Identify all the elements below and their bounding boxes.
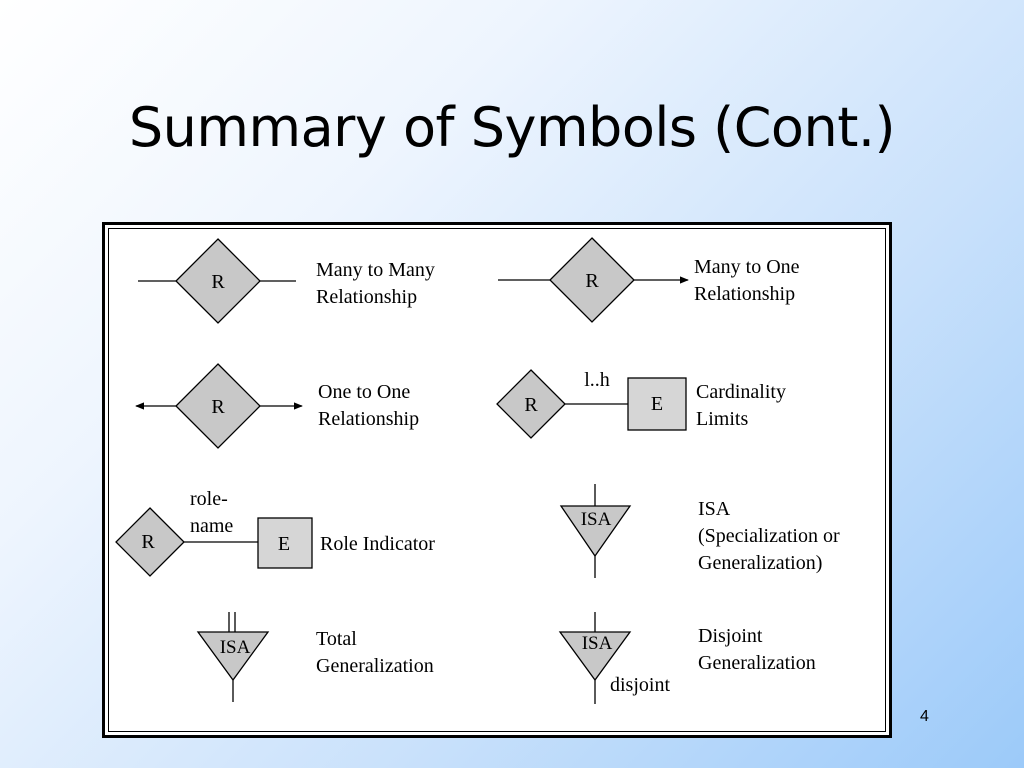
isa-symbol: ISA [559, 484, 632, 578]
total-generalization-label-line1: Total [316, 628, 357, 650]
many-to-many-symbol: R [138, 238, 296, 324]
relationship-diamond [115, 507, 185, 577]
diamond-label: R [524, 394, 538, 416]
relationship-diamond [549, 237, 635, 323]
cardinality-label-line1: Cardinality [696, 381, 786, 403]
isa-triangle-label: ISA [220, 637, 251, 658]
isa-triangle [559, 505, 632, 558]
isa-label-line1: ISA [698, 498, 731, 520]
disjoint-tag: disjoint [610, 674, 670, 696]
disjoint-generalization-symbol: ISA disjoint [558, 612, 670, 704]
entity-label: E [278, 533, 290, 555]
role-name-line1: role- [190, 488, 228, 510]
disjoint-generalization-label-line2: Generalization [698, 652, 816, 674]
one-to-one-label-line1: One to One [318, 381, 410, 403]
many-to-one-label-line2: Relationship [694, 283, 795, 305]
isa-label-line3: Generalization) [698, 552, 822, 574]
isa-label-line2: (Specialization or [698, 525, 840, 547]
diamond-label: R [141, 531, 155, 553]
isa-triangle-label: ISA [581, 509, 612, 530]
slide-number: 4 [920, 708, 929, 725]
many-to-one-label-line1: Many to One [694, 256, 800, 278]
total-generalization-label-line2: Generalization [316, 655, 434, 677]
role-name-line2: name [190, 515, 233, 537]
many-to-many-label-line1: Many to Many [316, 259, 435, 281]
disjoint-generalization-label-line1: Disjoint [698, 625, 763, 647]
relationship-diamond [496, 369, 566, 439]
diamond-label: R [585, 270, 599, 292]
one-to-one-symbol: R [135, 363, 303, 449]
cardinality-range: l..h [584, 369, 610, 391]
many-to-one-symbol: R [498, 237, 689, 323]
entity-rectangle [257, 517, 313, 569]
entity-label: E [651, 393, 663, 415]
isa-triangle [558, 631, 632, 682]
isa-triangle [196, 631, 270, 682]
isa-triangle-label: ISA [582, 633, 613, 654]
relationship-diamond [175, 238, 261, 324]
total-generalization-symbol: ISA [196, 612, 270, 702]
role-indicator-symbol: R E role- name [115, 488, 313, 577]
role-indicator-label: Role Indicator [320, 533, 435, 555]
diamond-label: R [211, 396, 225, 418]
many-to-many-label-line2: Relationship [316, 286, 417, 308]
entity-rectangle [627, 377, 687, 431]
cardinality-limits-symbol: R E l..h [496, 369, 687, 439]
one-to-one-label-line2: Relationship [318, 408, 419, 430]
slide-title: Summary of Symbols (Cont.) [128, 96, 896, 159]
diamond-label: R [211, 271, 225, 293]
relationship-diamond [175, 363, 261, 449]
cardinality-label-line2: Limits [696, 408, 748, 430]
